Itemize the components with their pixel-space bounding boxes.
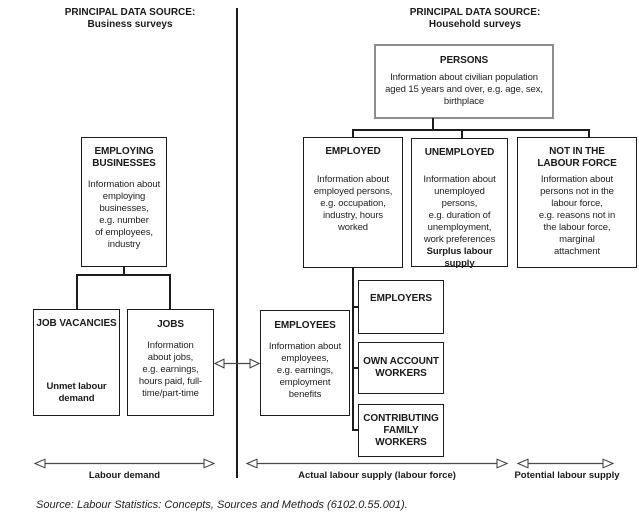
unemployed-title: UNEMPLOYED <box>424 147 495 158</box>
nilf-drop-line <box>588 129 590 138</box>
employed-box: EMPLOYED Information about employed pers… <box>303 137 403 268</box>
job-vacancies-title: JOB VACANCIES <box>36 318 117 329</box>
labour-demand-arrow <box>34 458 215 469</box>
job-vacancies-box: JOB VACANCIES Unmet labour demand <box>33 309 120 416</box>
persons-body: Information about civilian population ag… <box>385 72 543 107</box>
persons-title: PERSONS <box>439 55 489 66</box>
household-surveys-header-line2: Household surveys <box>428 19 522 30</box>
own-account-stub-line <box>352 367 359 369</box>
potential-labour-supply-label: Potential labour supply <box>514 470 620 481</box>
not-in-labour-force-body: Information about persons not in the lab… <box>538 174 616 257</box>
employing-businesses-box: EMPLOYING BUSINESSES Information about e… <box>81 137 167 267</box>
employees-body: Information about employees, e.g. earnin… <box>268 341 342 400</box>
own-account-workers-box: OWN ACCOUNT WORKERS <box>358 342 444 394</box>
jobs-body: Information about jobs, e.g. earnings, h… <box>138 340 203 399</box>
employees-box: EMPLOYEES Information about employees, e… <box>260 310 350 416</box>
employing-branch-line <box>76 274 171 276</box>
unemployed-emphasis: Surplus labour supply <box>426 246 493 269</box>
unemployed-body: Information about unemployed persons, e.… <box>423 174 496 245</box>
employed-drop-line <box>352 129 354 138</box>
jobs-box: JOBS Information about jobs, e.g. earnin… <box>127 309 214 416</box>
employed-title: EMPLOYED <box>325 146 381 157</box>
unemployed-box: UNEMPLOYED Information about unemployed … <box>411 138 508 269</box>
labour-demand-label: Labour demand <box>88 470 161 481</box>
own-account-workers-title: OWN ACCOUNT WORKERS <box>363 356 439 379</box>
potential-labour-supply-arrow <box>517 458 614 469</box>
source-note: Source: Labour Statistics: Concepts, Sou… <box>36 499 408 511</box>
employers-title: EMPLOYERS <box>370 293 432 304</box>
contributing-family-workers-box: CONTRIBUTING FAMILY WORKERS <box>358 404 444 457</box>
contributing-stub-line <box>352 429 359 431</box>
household-surveys-header: PRINCIPAL DATA SOURCE: Household surveys <box>385 7 565 31</box>
employing-businesses-title: EMPLOYING BUSINESSES <box>92 146 156 169</box>
persons-box: PERSONS Information about civilian popul… <box>374 44 554 119</box>
persons-stub-line <box>432 118 434 131</box>
employees-title: EMPLOYEES <box>274 320 336 331</box>
employed-body: Information about employed persons, e.g.… <box>313 174 393 233</box>
job-vacancies-drop-line <box>76 274 78 310</box>
jobs-drop-line <box>169 274 171 310</box>
unemployed-drop-line <box>461 129 463 139</box>
not-in-labour-force-box: NOT IN THE LABOUR FORCE Information abou… <box>517 137 637 268</box>
employed-workers-trunk-line <box>352 267 354 431</box>
employing-businesses-body: Information about employing businesses, … <box>87 179 161 250</box>
persons-branch-line <box>352 129 590 131</box>
jobs-title: JOBS <box>157 319 184 330</box>
business-surveys-header: PRINCIPAL DATA SOURCE: Business surveys <box>40 7 220 31</box>
business-surveys-header-line2: Business surveys <box>87 19 173 30</box>
job-vacancies-emphasis: Unmet labour demand <box>46 381 107 404</box>
actual-labour-supply-arrow <box>246 458 508 469</box>
jobs-employees-arrow <box>214 358 260 369</box>
not-in-labour-force-title: NOT IN THE LABOUR FORCE <box>537 146 617 169</box>
employers-stub-line <box>352 306 359 308</box>
contributing-family-workers-title: CONTRIBUTING FAMILY WORKERS <box>363 412 439 448</box>
business-surveys-header-line1: PRINCIPAL DATA SOURCE: <box>64 7 196 18</box>
center-divider-line <box>236 8 238 478</box>
household-surveys-header-line1: PRINCIPAL DATA SOURCE: <box>409 7 541 18</box>
employing-businesses-stub-line <box>123 266 125 276</box>
employers-box: EMPLOYERS <box>358 280 444 334</box>
actual-labour-supply-label: Actual labour supply (labour force) <box>298 470 456 481</box>
